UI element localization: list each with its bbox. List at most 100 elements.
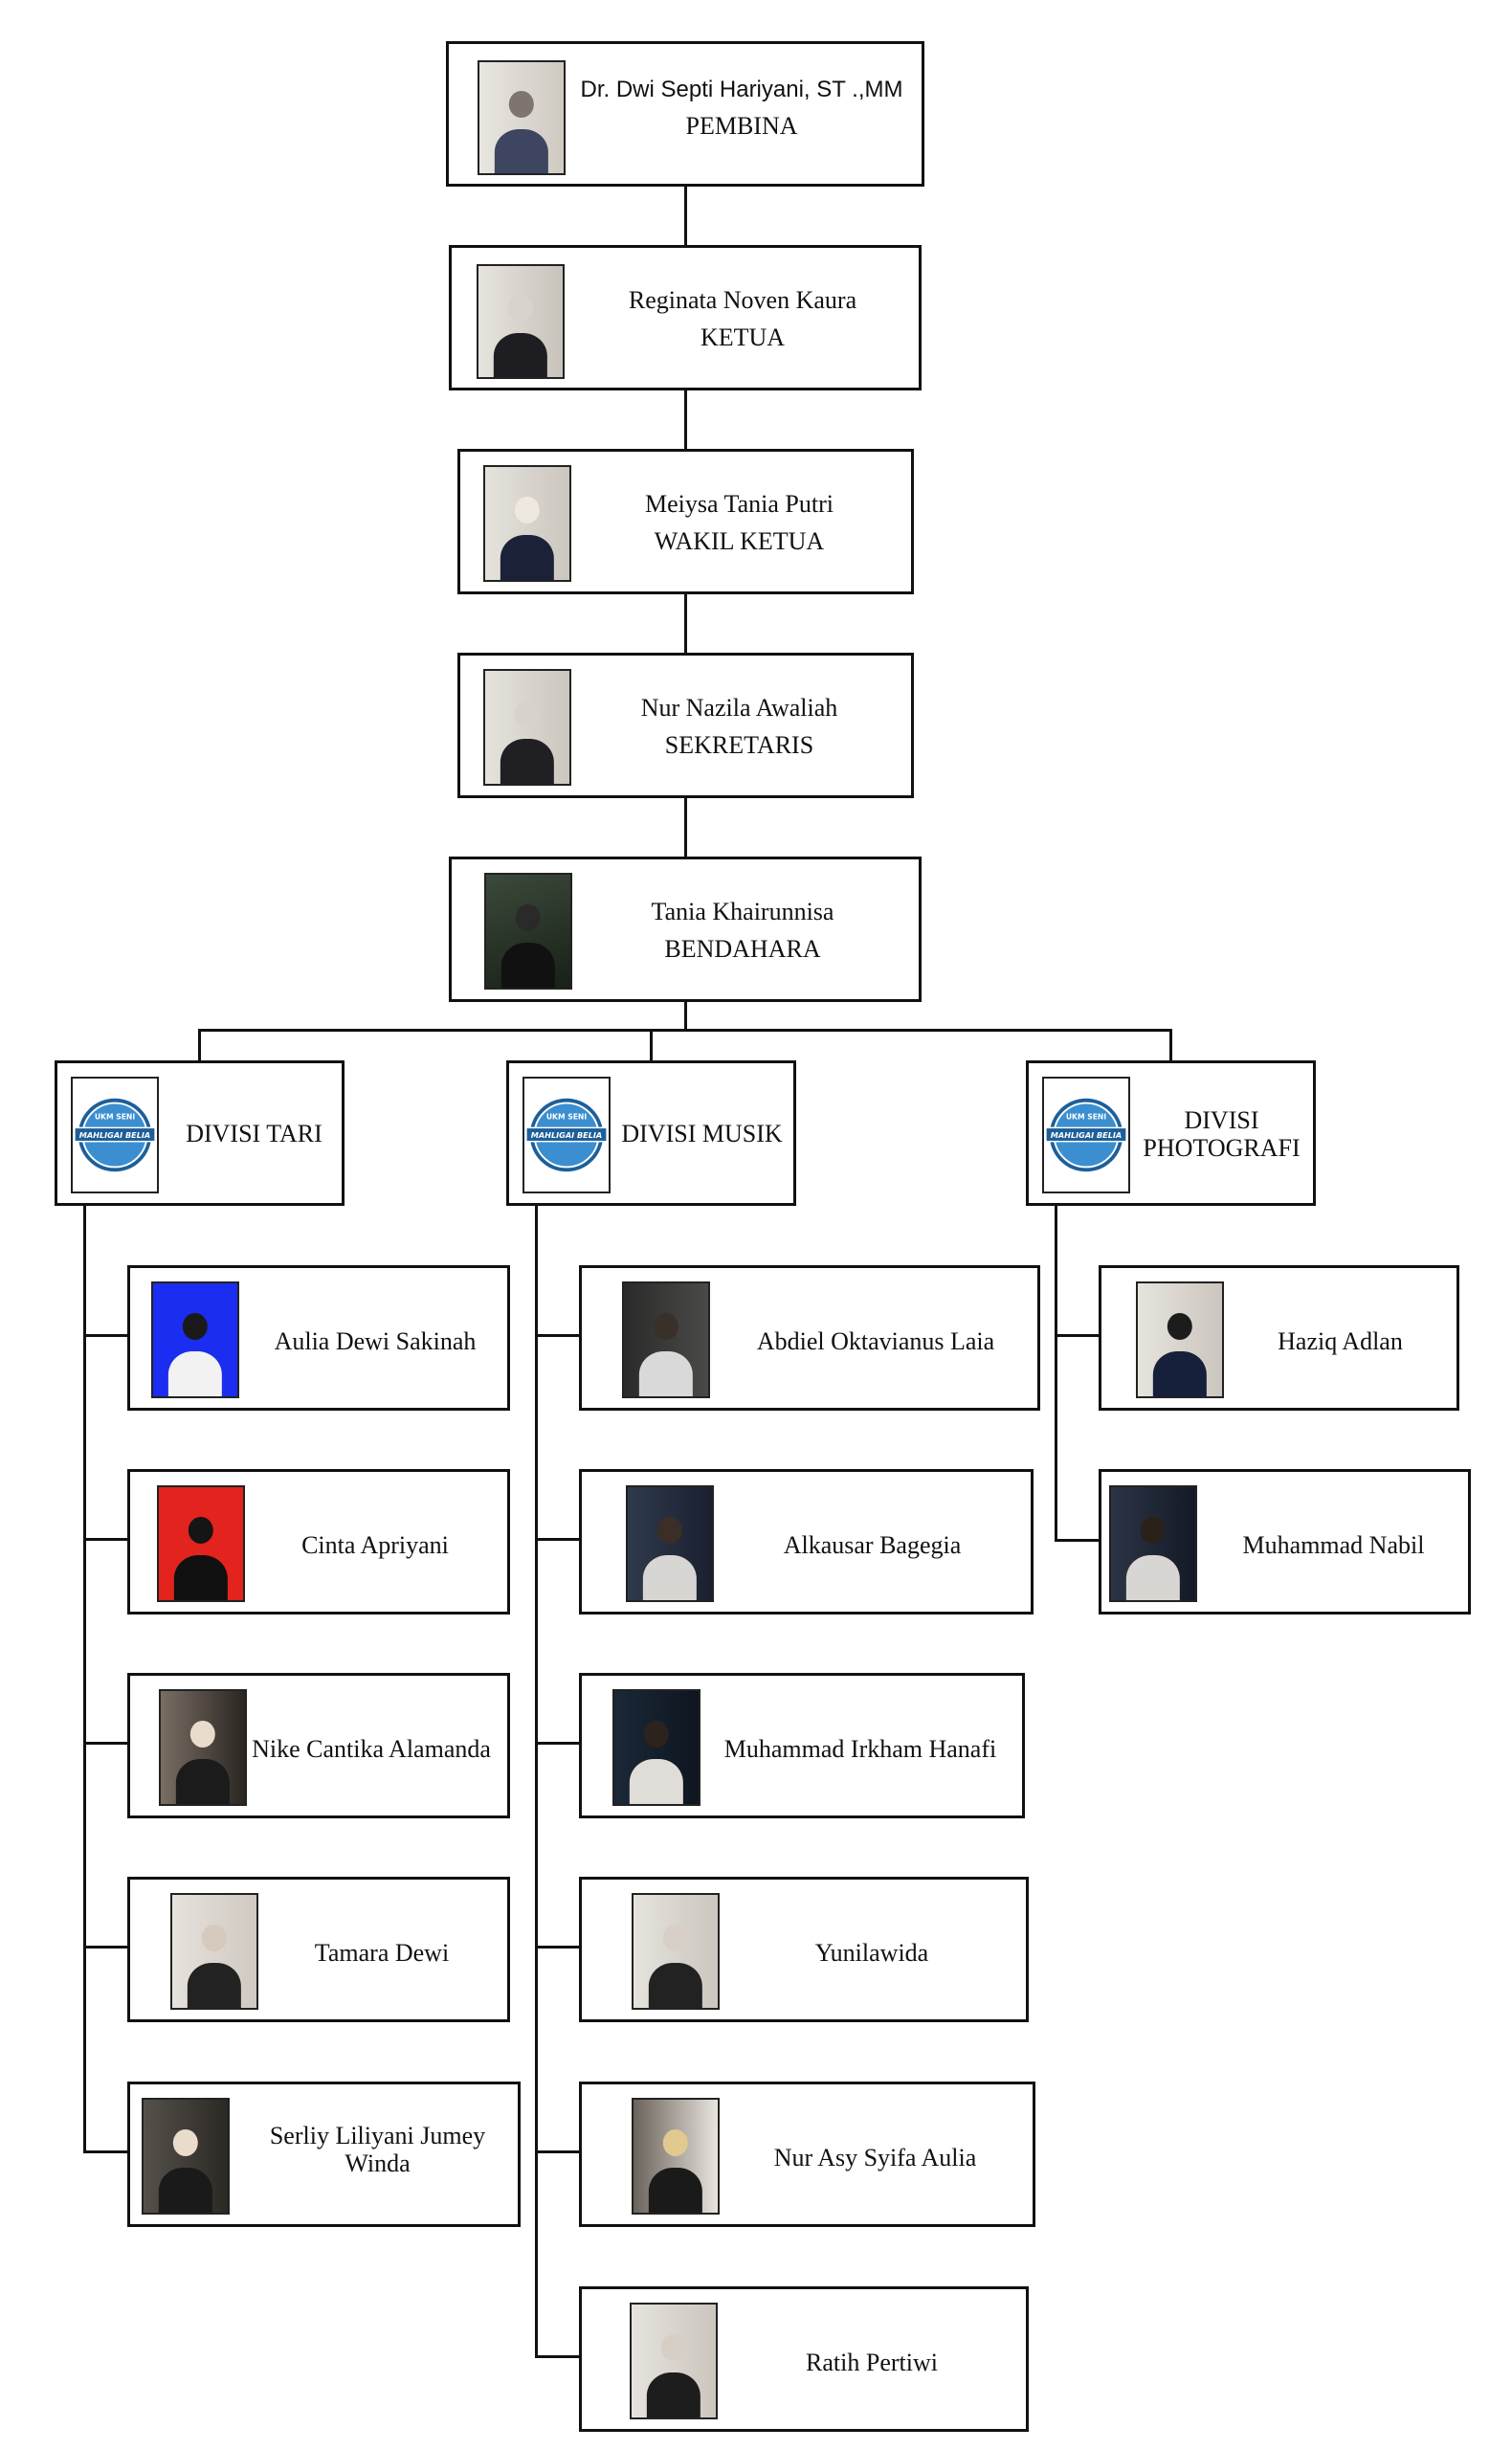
person-photo-icon [1109,1485,1197,1602]
leader-name: Dr. Dwi Septi Hariyani, ST .,MM [580,77,903,102]
person-photo-icon [477,264,565,379]
leader-name: Reginata Noven Kaura [628,286,857,314]
person-photo-icon [612,1689,700,1806]
leader-name: Nur Nazila Awaliah [640,694,838,722]
branch-musik-0 [535,1334,579,1337]
division-box-musik: UKM SENI MAHLIGAI BELIA DIVISI MUSIK [506,1060,796,1206]
division-label: DIVISI PHOTOGRAFI [1134,1106,1309,1162]
person-photo-icon [484,873,572,990]
connector-pembina-ketua [684,185,687,245]
division-label-line1: DIVISI MUSIK [621,1120,783,1147]
connector-ketua-wakil [684,389,687,449]
connector-wakil-sekretaris [684,592,687,653]
person-photo-icon [159,1689,247,1806]
leader-box-ketua: Reginata Noven Kaura KETUA [449,245,922,390]
leader-name: Tania Khairunnisa [651,898,834,925]
person-photo-icon [151,1281,239,1398]
division-box-tari: UKM SENI MAHLIGAI BELIA DIVISI TARI [55,1060,345,1206]
person-photo-icon [630,2303,718,2419]
member-name: Muhammad Nabil [1242,1531,1425,1559]
person-photo-icon [1136,1281,1224,1398]
branch-tari-1 [83,1538,127,1541]
spine-musik [535,1202,538,2358]
member-box: Abdiel Oktavianus Laia [579,1265,1040,1411]
division-label: DIVISI TARI [172,1120,336,1148]
leader-text: Nur Nazila Awaliah SEKRETARIS [577,689,901,764]
ukm-seni-mahligai-belia-logo-icon: UKM SENI MAHLIGAI BELIA [71,1077,159,1193]
member-box: Aulia Dewi Sakinah [127,1265,510,1411]
branch-tari-2 [83,1742,127,1745]
branch-musik-5 [535,2355,579,2358]
member-box: Tamara Dewi [127,1877,510,2022]
ukm-seni-mahligai-belia-logo-icon: UKM SENI MAHLIGAI BELIA [1042,1077,1130,1193]
member-box: Muhammad Irkham Hanafi [579,1673,1025,1818]
branch-tari-4 [83,2150,127,2153]
leader-box-wakil-ketua: Meiysa Tania Putri WAKIL KETUA [457,449,914,594]
person-photo-icon [170,1893,258,2010]
member-name: Abdiel Oktavianus Laia [756,1327,995,1355]
leader-text: Reginata Noven Kaura KETUA [576,281,909,356]
branch-tari-3 [83,1946,127,1949]
division-label-line1: DIVISI [1184,1106,1259,1134]
leader-text: Dr. Dwi Septi Hariyani, ST .,MM PEMBINA [569,73,914,145]
member-name: Alkausar Bagegia [783,1531,962,1559]
division-box-photografi: UKM SENI MAHLIGAI BELIA DIVISI PHOTOGRAF… [1026,1060,1316,1206]
svg-text:UKM SENI: UKM SENI [95,1113,136,1122]
person-photo-icon [157,1485,245,1602]
member-box: Haziq Adlan [1099,1265,1459,1411]
person-photo-icon [626,1485,714,1602]
person-photo-icon [632,1893,720,2010]
member-box: Nike Cantika Alamanda [127,1673,510,1818]
division-label-line1: DIVISI TARI [186,1120,322,1147]
member-box: Cinta Apriyani [127,1469,510,1615]
leader-role: WAKIL KETUA [654,527,825,555]
branch-musik-4 [535,2150,579,2153]
person-photo-icon [478,60,566,175]
leader-text: Tania Khairunnisa BENDAHARA [576,893,909,968]
spine-tari [83,1202,86,2153]
spine-photografi [1055,1202,1057,1542]
member-name: Nur Asy Syifa Aulia [773,2144,977,2172]
person-photo-icon [622,1281,710,1398]
division-label: DIVISI MUSIK [614,1120,789,1148]
connector-bendahara-stem [684,1000,687,1031]
leader-role: BENDAHARA [664,935,821,963]
branch-musik-1 [535,1538,579,1541]
leader-name: Meiysa Tania Putri [644,490,834,518]
branch-tari-0 [83,1334,127,1337]
member-name: Nike Cantika Alamanda [252,1735,491,1763]
member-box: Ratih Pertiwi [579,2286,1029,2432]
leader-role: SEKRETARIS [664,731,814,759]
branch-photografi-0 [1055,1334,1099,1337]
member-box: Muhammad Nabil [1099,1469,1471,1615]
person-photo-icon [483,669,571,786]
branch-musik-3 [535,1946,579,1949]
connector-division-bar [198,1029,1172,1032]
branch-musik-2 [535,1742,579,1745]
svg-text:MAHLIGAI BELIA: MAHLIGAI BELIA [1051,1130,1122,1140]
person-photo-icon [142,2098,230,2215]
ukm-seni-mahligai-belia-logo-icon: UKM SENI MAHLIGAI BELIA [523,1077,611,1193]
member-box: Serliy Liliyani Jumey Winda [127,2082,521,2227]
person-photo-icon [483,465,571,582]
svg-text:UKM SENI: UKM SENI [1066,1113,1107,1122]
member-name: Aulia Dewi Sakinah [274,1327,477,1355]
connector-sekretaris-bendahara [684,796,687,857]
member-name: Muhammad Irkham Hanafi [723,1735,997,1763]
leader-text: Meiysa Tania Putri WAKIL KETUA [577,485,901,560]
member-name: Tamara Dewi [314,1939,450,1967]
connector-to-tari [198,1029,201,1062]
member-name: Serliy Liliyani Jumey Winda [269,2122,486,2177]
division-label-line2: PHOTOGRAFI [1143,1133,1301,1162]
branch-photografi-1 [1055,1539,1099,1542]
connector-to-photografi [1169,1029,1172,1062]
leader-role: PEMBINA [685,112,798,140]
svg-text:UKM SENI: UKM SENI [546,1113,588,1122]
leader-role: KETUA [700,323,786,351]
connector-to-musik [650,1029,653,1062]
leader-box-pembina: Dr. Dwi Septi Hariyani, ST .,MM PEMBINA [446,41,924,187]
svg-text:MAHLIGAI BELIA: MAHLIGAI BELIA [531,1130,602,1140]
member-box: Alkausar Bagegia [579,1469,1034,1615]
leader-box-bendahara: Tania Khairunnisa BENDAHARA [449,857,922,1002]
member-box: Yunilawida [579,1877,1029,2022]
